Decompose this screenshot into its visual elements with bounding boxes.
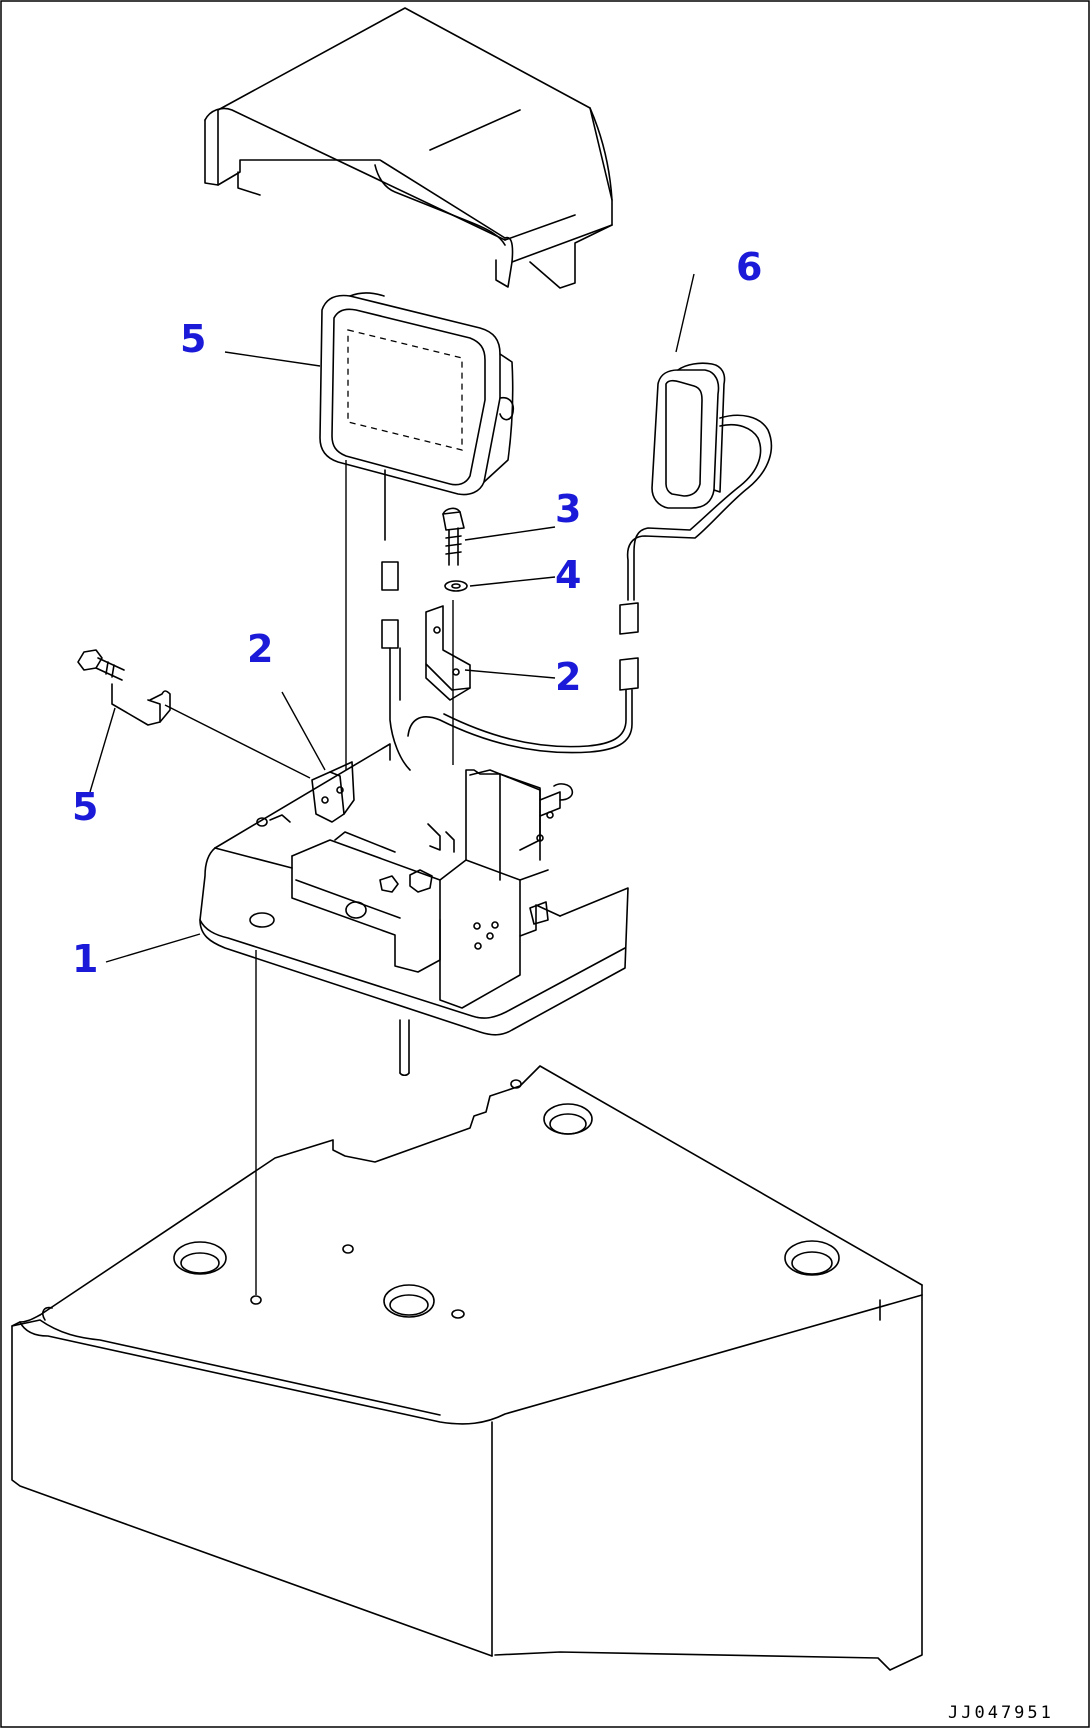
mount-bracket-part-1 [199, 743, 629, 1077]
callout-part-3: 3 [555, 487, 581, 531]
lamp-cover [204, 7, 613, 289]
callout-part-5-lower: 5 [72, 785, 98, 829]
callout-part-2-right: 2 [555, 655, 581, 699]
work-lamp [319, 292, 515, 771]
callout-part-1: 1 [72, 937, 98, 981]
bracket-part-2-right [425, 605, 471, 701]
callout-part-5-upper: 5 [180, 317, 206, 361]
washer-part-4 [444, 580, 468, 592]
bracket-part-2-left [311, 761, 355, 823]
bolt-part-5 [77, 649, 125, 681]
callout-part-6: 6 [736, 245, 762, 289]
bolt-part-3 [442, 507, 465, 566]
callout-part-4: 4 [555, 553, 581, 597]
signal-unit-part-6 [407, 362, 773, 754]
clip-part-5 [111, 683, 171, 726]
callout-part-2-left: 2 [247, 627, 273, 671]
base-body [11, 1065, 923, 1671]
drawing-reference: JJ047951 [948, 1703, 1054, 1723]
